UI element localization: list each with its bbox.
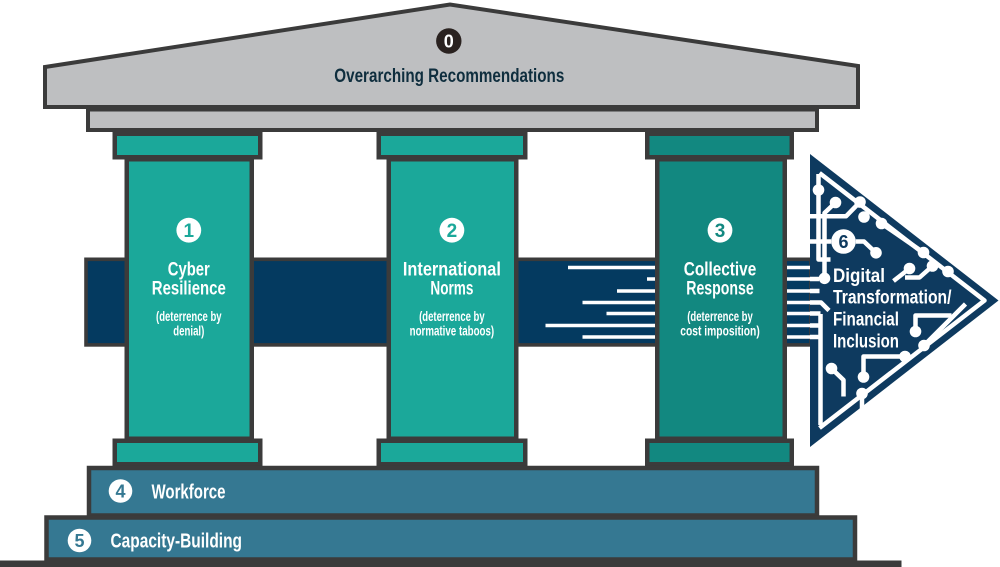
svg-text:6: 6 bbox=[838, 232, 848, 252]
svg-text:4: 4 bbox=[115, 482, 125, 502]
svg-text:Norms: Norms bbox=[430, 279, 473, 300]
svg-text:International: International bbox=[403, 260, 501, 281]
svg-text:Overarching Recommendations: Overarching Recommendations bbox=[334, 65, 564, 87]
svg-text:5: 5 bbox=[74, 531, 84, 551]
svg-text:2: 2 bbox=[447, 221, 458, 242]
svg-text:Inclusion: Inclusion bbox=[833, 331, 899, 353]
svg-text:(deterrence by: (deterrence by bbox=[156, 309, 222, 324]
svg-text:3: 3 bbox=[715, 221, 726, 242]
svg-text:Collective: Collective bbox=[684, 260, 757, 281]
svg-text:(deterrence by: (deterrence by bbox=[419, 309, 485, 324]
svg-text:Digital: Digital bbox=[833, 265, 885, 287]
svg-text:Resilience: Resilience bbox=[152, 279, 226, 300]
svg-text:denial): denial) bbox=[173, 324, 204, 339]
svg-text:(deterrence by: (deterrence by bbox=[687, 309, 753, 324]
svg-text:Cyber: Cyber bbox=[168, 260, 210, 281]
svg-text:Workforce: Workforce bbox=[152, 482, 226, 504]
svg-text:1: 1 bbox=[184, 221, 195, 242]
svg-text:Response: Response bbox=[686, 279, 754, 300]
svg-text:cost imposition): cost imposition) bbox=[680, 324, 760, 339]
svg-text:Capacity-Building: Capacity-Building bbox=[111, 531, 243, 553]
svg-text:0: 0 bbox=[444, 31, 454, 51]
svg-text:normative taboos): normative taboos) bbox=[410, 324, 495, 339]
svg-text:Financial: Financial bbox=[833, 309, 899, 331]
svg-text:Transformation/: Transformation/ bbox=[833, 287, 952, 309]
